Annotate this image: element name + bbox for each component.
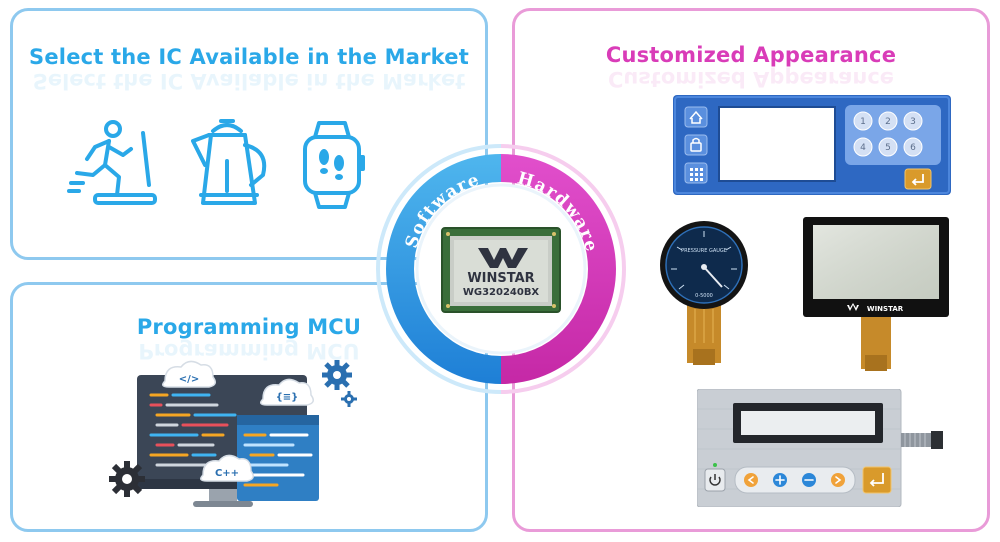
gear-icon [109, 461, 145, 497]
kettle-icon [191, 119, 267, 205]
software-arc [386, 154, 501, 384]
keypad-key-5-label: 5 [885, 143, 891, 153]
home-icon [684, 106, 708, 128]
mcu-panel-title: Programming MCU [136, 315, 362, 339]
keypad-key-3-label: 3 [910, 117, 916, 127]
winstar-logo-icon [847, 303, 859, 311]
round-display: PRESSURE GAUGE 0-5000 [660, 221, 748, 365]
treadmill-icon [67, 120, 157, 205]
round-display-label: PRESSURE GAUGE [681, 248, 727, 254]
code-tag-label: </> [179, 374, 199, 385]
module-brand-label: WINSTAR [467, 271, 534, 286]
keypad-touch-panel: 1 2 3 4 5 6 [673, 95, 951, 195]
software-halo [376, 144, 502, 394]
lcd-module: WINSTAR [803, 217, 949, 371]
lcd-brand-label: WINSTAR [867, 305, 904, 313]
keypad-key-6-label: 6 [910, 143, 916, 153]
code-braces-label: {≡} [276, 392, 299, 403]
keypad-key-4-label: 4 [860, 143, 866, 153]
ic-panel: Select the IC Available in the Market Se… [10, 8, 488, 260]
gear-icon [341, 391, 357, 407]
keypad-key [853, 111, 873, 131]
hardware-halo [500, 144, 626, 394]
code-cpp-label: C++ [215, 468, 239, 479]
keypad-key [903, 111, 923, 131]
round-display-unit: 0-5000 [695, 293, 713, 299]
keypad-key-1-label: 1 [860, 117, 866, 127]
hardware-arc [501, 154, 616, 384]
keypad-key-2-label: 2 [885, 117, 891, 127]
hardware-panel-title-reflection: Customized Appearance [607, 67, 895, 91]
module-model-label: WG320240BX [463, 287, 540, 298]
gear-icon [322, 360, 352, 390]
winstar-logo-icon [478, 248, 528, 268]
keypad-panel-screen [718, 106, 836, 182]
enter-key-icon [862, 466, 892, 494]
membrane-keypad-panel [697, 389, 943, 507]
ic-panel-title-reflection: Select the IC Available in the Market [32, 69, 466, 93]
center-ring: Software Hardware WINSTAR WG320240BX [376, 144, 626, 394]
ic-panel-title: Select the IC Available in the Market [29, 45, 469, 69]
keypad-key [903, 137, 923, 157]
keypad-key [853, 137, 873, 157]
programming-illustration: </> {≡} C++ [109, 360, 357, 507]
back-key-icon [744, 473, 758, 487]
keypad-key [878, 111, 898, 131]
keypad-key [878, 137, 898, 157]
hardware-panel-title: Customized Appearance [605, 43, 897, 67]
smartwatch-icon [303, 121, 365, 209]
enter-key-icon [904, 168, 932, 190]
forward-key-icon [831, 473, 845, 487]
